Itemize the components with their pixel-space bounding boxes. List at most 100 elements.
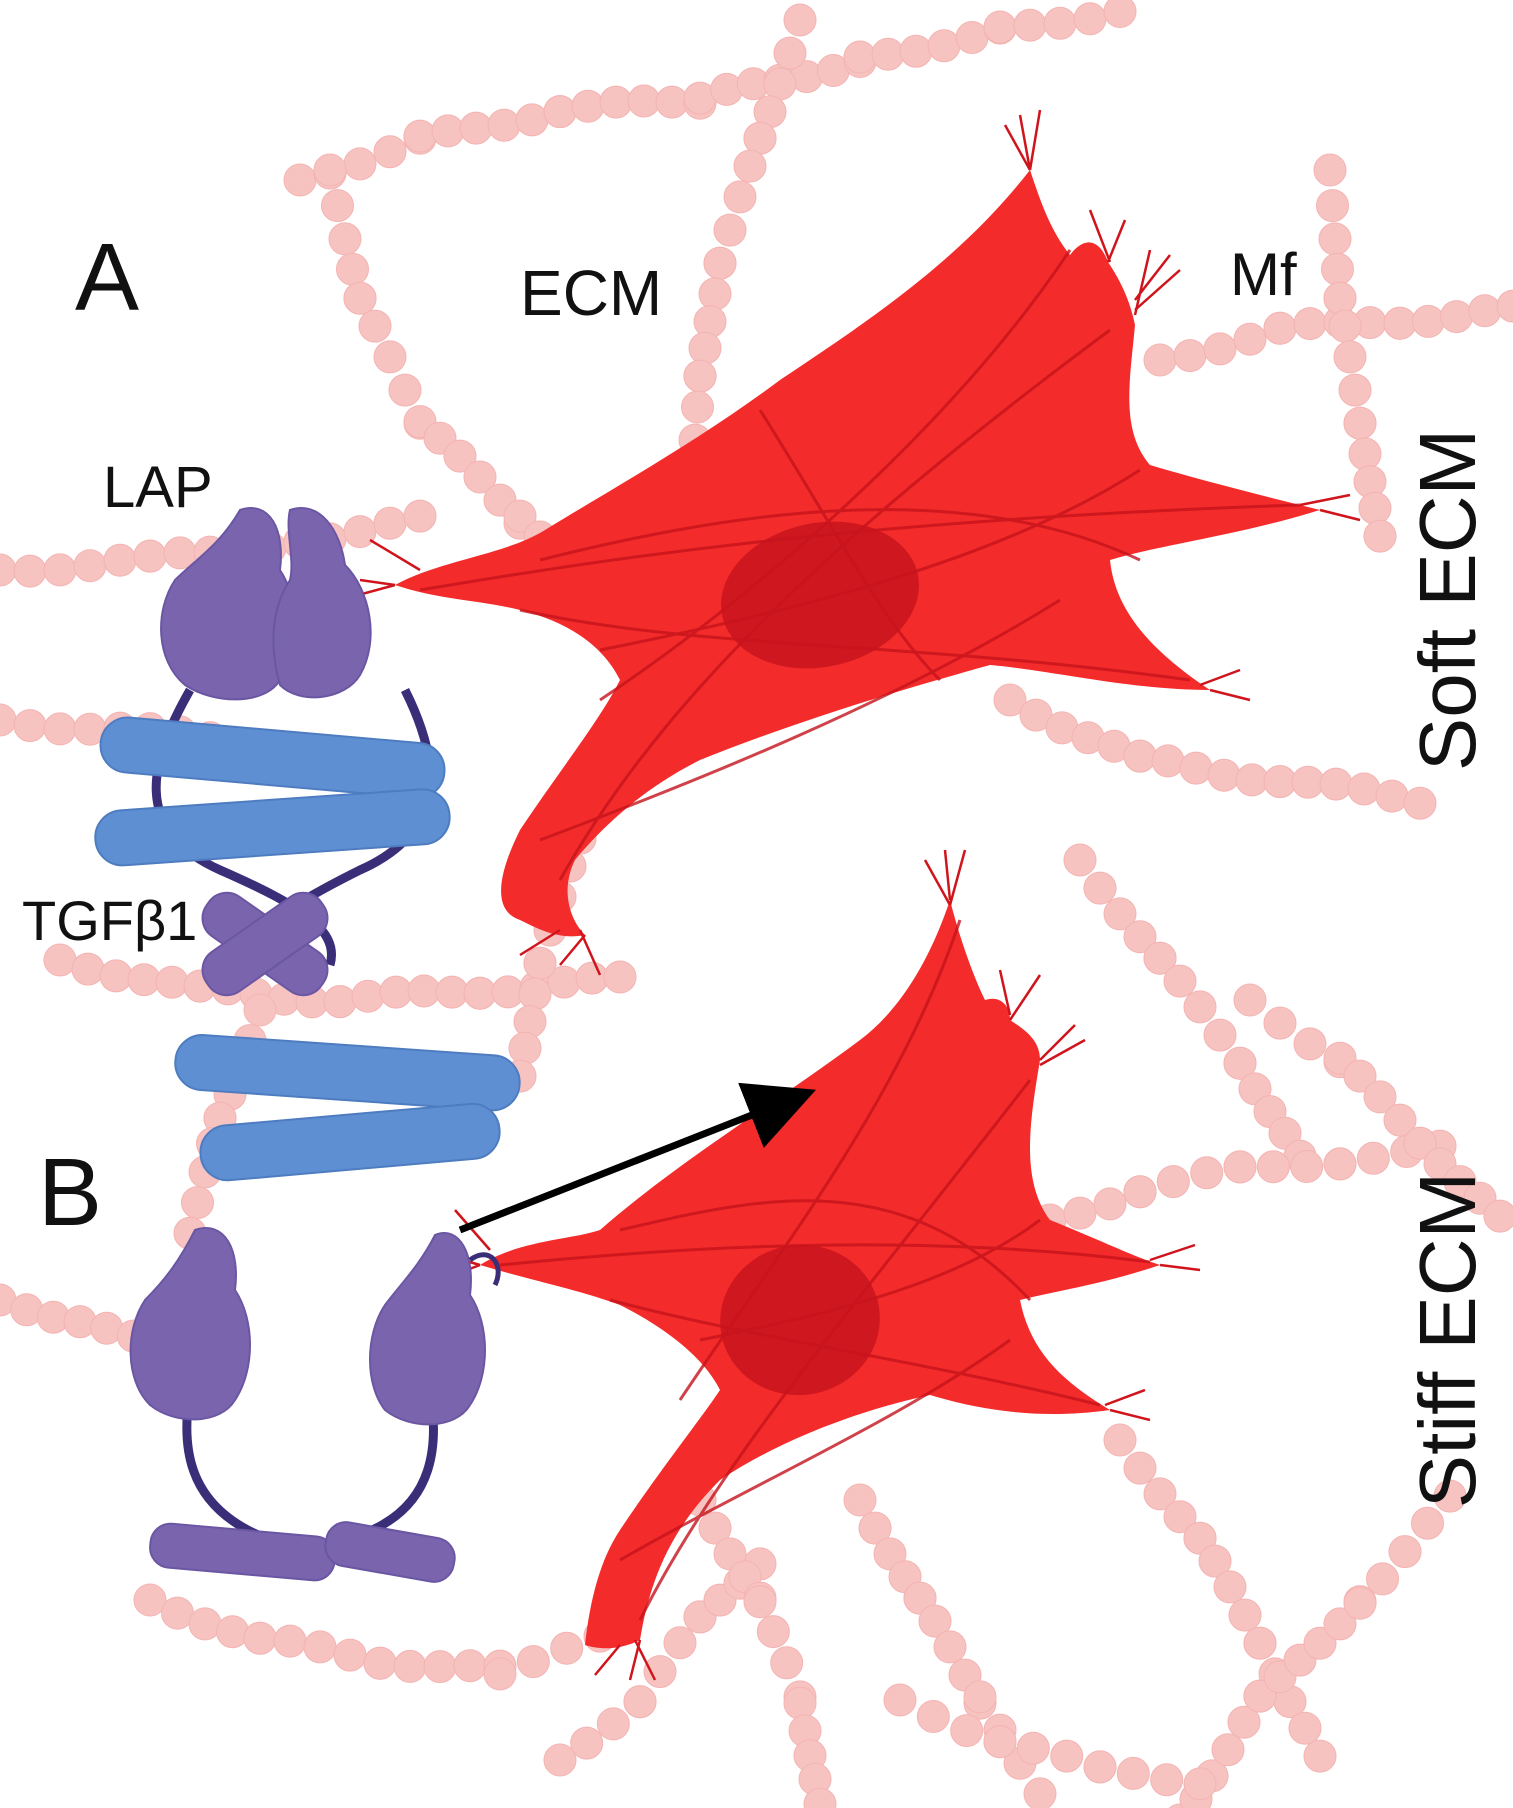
ecm-bead: [1348, 437, 1382, 471]
ecm-bead: [487, 108, 521, 142]
stiff-ecm-label: Stiff ECM: [1403, 1172, 1492, 1508]
ecm-bead: [756, 1615, 790, 1649]
ecm-bead: [1203, 332, 1237, 366]
ecm-bead: [453, 1649, 487, 1683]
ecm-bead: [333, 1638, 367, 1672]
ecm-bead: [1093, 1187, 1127, 1221]
ecm-bead: [373, 340, 407, 374]
ecm-bead: [1023, 1777, 1057, 1808]
ecm-bead: [1151, 744, 1185, 778]
ecm-bead: [133, 1583, 167, 1617]
ecm-bead: [1163, 1500, 1197, 1534]
ecm-bead: [1256, 1150, 1290, 1184]
ecm-bead: [955, 21, 989, 54]
ecm-bead: [431, 114, 465, 148]
ecm-bead: [516, 1645, 550, 1679]
ecm-bead: [1483, 1199, 1513, 1233]
ecm-bead: [1223, 1150, 1257, 1184]
ecm-bead: [643, 1655, 677, 1689]
ecm-bead: [763, 67, 797, 101]
ecm-bead: [403, 499, 437, 533]
ecm-bead: [1123, 1451, 1157, 1485]
ecm-bead: [43, 712, 77, 746]
ecm-bead: [623, 1685, 657, 1719]
ecm-bead: [1083, 1750, 1117, 1784]
ecm-bead: [403, 119, 437, 153]
ecm-bead: [1203, 1018, 1237, 1052]
ecm-bead: [723, 180, 757, 214]
ecm-bead: [1016, 1731, 1050, 1765]
lap-label: LAP: [103, 455, 213, 520]
ecm-bead: [351, 979, 385, 1013]
ecm-bead: [1356, 1141, 1390, 1175]
ecm-bead: [243, 1621, 277, 1655]
ecm-bead: [1063, 843, 1097, 877]
ecm-bead: [1150, 1763, 1184, 1797]
ecm-bead: [43, 553, 77, 587]
ecm-bead: [1223, 1046, 1257, 1080]
opened-lap: [129, 1227, 501, 1583]
ecm-bead: [523, 946, 557, 980]
ecm-bead: [343, 147, 377, 181]
ecm-bead: [916, 1700, 950, 1733]
ecm-bead: [683, 359, 717, 393]
tgfb1-dimer-latent: [94, 716, 451, 867]
ecm-bead: [1358, 491, 1392, 525]
ecm-bead: [321, 189, 354, 223]
ecm-bead: [1290, 1150, 1324, 1183]
ecm-bead: [773, 36, 807, 70]
ecm-bead: [328, 222, 362, 256]
ecm-bead: [1123, 920, 1157, 954]
mf-label: Mf: [1230, 241, 1297, 308]
ecm-bead: [543, 1743, 577, 1777]
ecm-bead: [1433, 1479, 1467, 1513]
ecm-bead: [1173, 339, 1207, 373]
ecm-bead: [1013, 8, 1047, 42]
ecm-bead: [1043, 6, 1077, 40]
ecm-bead: [243, 993, 277, 1027]
ecm-bead: [388, 373, 422, 407]
ecm-bead: [993, 683, 1027, 717]
ecm-bead: [858, 1511, 892, 1545]
ecm-bead: [373, 506, 407, 540]
ecm-bead: [1363, 519, 1397, 553]
ecm-bead: [393, 1649, 427, 1683]
cell-b-nucleus: [720, 1244, 880, 1396]
ecm-bead: [575, 961, 609, 995]
ecm-bead: [1183, 1767, 1217, 1801]
ecm-bead: [1343, 406, 1377, 440]
ecm-bead: [899, 34, 933, 68]
ecm-bead: [963, 1680, 997, 1714]
ecm-bead: [1213, 1570, 1247, 1604]
ecm-bead: [1323, 281, 1357, 315]
ecm-bead: [443, 439, 477, 473]
ecm-bead: [463, 460, 497, 494]
ecm-bead: [188, 1607, 222, 1641]
ecm-bead: [698, 1511, 732, 1545]
ecm-bead: [918, 1604, 952, 1638]
ecm-bead: [1293, 1027, 1327, 1061]
ecm-bead: [1211, 1733, 1245, 1767]
ecm-bead: [1291, 765, 1325, 799]
ecm-bead: [1383, 1103, 1417, 1137]
panel-label-b: B: [38, 1139, 102, 1246]
ecm-bead: [1388, 1535, 1422, 1569]
ecm-bead: [1403, 786, 1437, 820]
ecm-bead: [1243, 1626, 1277, 1660]
ecm-bead: [871, 37, 905, 71]
ecm-bead: [1073, 2, 1107, 36]
ecm-bead: [1179, 751, 1213, 785]
ecm-bead: [71, 952, 105, 986]
ecm-bead: [733, 149, 767, 183]
ecm-bead: [1440, 300, 1473, 334]
ecm-bead: [515, 103, 549, 137]
ecm-bead: [407, 974, 441, 1008]
ecm-bead: [1411, 304, 1445, 338]
ecm-bead: [1366, 1562, 1399, 1596]
ecm-bead: [1411, 1506, 1444, 1540]
ecm-bead: [1303, 1739, 1337, 1773]
ecm-bead: [1116, 1756, 1150, 1790]
ecm-label: ECM: [520, 257, 662, 329]
